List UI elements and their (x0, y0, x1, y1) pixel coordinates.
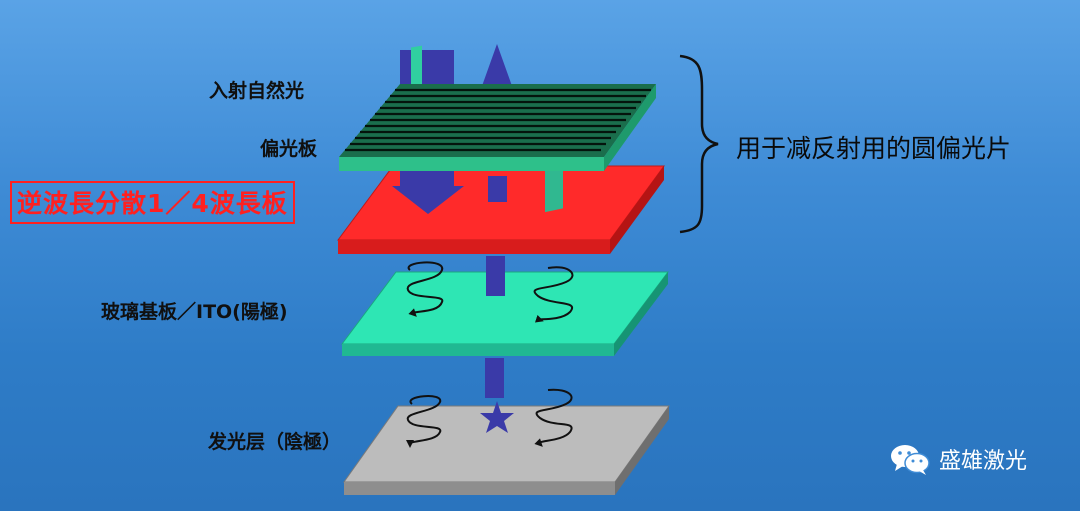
watermark-text: 盛雄激光 (939, 449, 1028, 474)
glass-ito-plate (341, 271, 669, 356)
emission-beam-lower (485, 358, 504, 398)
polarizer-plate (339, 84, 656, 171)
label-quarter-wave-plate: 逆波長分散1／4波長板 (10, 181, 295, 224)
emission-star-icon (480, 401, 514, 433)
label-incident-light: 入射自然光 (209, 80, 305, 102)
circular-polarization-spiral-left-mid (406, 261, 444, 317)
label-circular-polarizer: 用于减反射用的圆偏光片 (736, 134, 1012, 163)
circular-polarization-spiral-right-bottom (534, 388, 573, 447)
brace-icon (679, 54, 719, 234)
reflected-light-beam (488, 176, 507, 202)
label-polarizer: 偏光板 (260, 138, 318, 160)
label-emitting-layer: 发光层（陰極） (208, 431, 342, 453)
circular-polarization-spiral-right-mid (533, 266, 574, 323)
label-glass-substrate: 玻璃基板／ITO(陽極) (101, 301, 288, 323)
circular-polarization-spiral-left-bottom (406, 395, 442, 448)
watermark: 盛雄激光 (889, 442, 1027, 476)
wechat-icon (891, 445, 930, 475)
emitting-layer-plate (343, 405, 670, 495)
emission-beam-middle (486, 256, 505, 296)
